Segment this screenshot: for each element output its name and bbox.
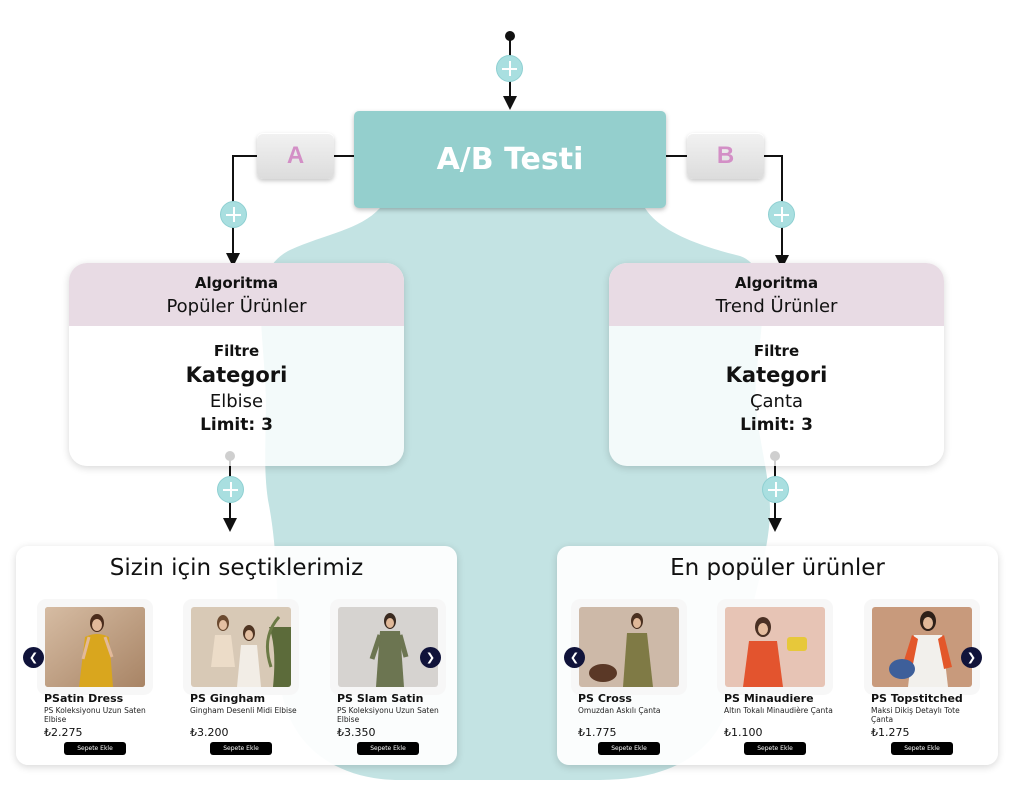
product-card[interactable]: PS Gingham Gingham Desenli Midi Elbise ₺… — [182, 598, 300, 758]
product-card[interactable]: PSatin Dress PS Koleksiyonu Uzun Saten E… — [36, 598, 154, 758]
product-price: ₺3.200 — [190, 726, 229, 739]
variant-a-tag[interactable]: A — [257, 133, 334, 179]
algorithm-heading: Algoritma — [194, 274, 279, 292]
algorithm-card-body: Filtre Kategori Elbise Limit: 3 — [69, 326, 404, 435]
filter-heading: Filtre — [213, 342, 260, 360]
add-to-cart-button[interactable]: Sepete Ekle — [744, 742, 806, 755]
product-image[interactable] — [725, 607, 825, 687]
filter-type: Kategori — [725, 363, 828, 387]
algorithm-name: Trend Ürünler — [715, 296, 838, 317]
product-name[interactable]: PS Gingham — [190, 692, 266, 705]
product-price: ₺2.275 — [44, 726, 83, 739]
product-image[interactable] — [45, 607, 145, 687]
add-to-cart-button[interactable]: Sepete Ekle — [357, 742, 419, 755]
add-to-cart-button[interactable]: Sepete Ekle — [598, 742, 660, 755]
filter-heading: Filtre — [753, 342, 800, 360]
filter-value: Elbise — [209, 391, 264, 412]
product-card[interactable]: PS Minaudiere Altın Tokalı Minaudière Ça… — [716, 598, 834, 758]
add-step-icon-right-card[interactable] — [762, 476, 789, 503]
product-description: Omuzdan Askılı Çanta — [578, 706, 661, 715]
filter-type: Kategori — [185, 363, 288, 387]
product-description: Maksi Dikiş Detaylı Tote Çanta — [871, 706, 960, 724]
recommendation-widget-a: Sizin için seçtiklerimiz PSatin Dress PS… — [16, 546, 457, 765]
product-image[interactable] — [579, 607, 679, 687]
limit-value: Limit: 3 — [200, 415, 273, 435]
product-card[interactable]: PS Slam Satin PS Koleksiyonu Uzun Saten … — [329, 598, 447, 758]
add-to-cart-button[interactable]: Sepete Ekle — [210, 742, 272, 755]
product-description: Gingham Desenli Midi Elbise — [190, 706, 297, 715]
product-card[interactable]: PS Topstitched Maksi Dikiş Detaylı Tote … — [863, 598, 981, 758]
add-step-icon-b[interactable] — [768, 201, 795, 228]
add-step-icon-left-card[interactable] — [217, 476, 244, 503]
add-step-icon-a[interactable] — [220, 201, 247, 228]
product-name[interactable]: PS Topstitched — [871, 692, 963, 705]
chevron-right-icon[interactable]: ❯ — [420, 647, 441, 668]
algorithm-heading: Algoritma — [734, 274, 819, 292]
product-name[interactable]: PS Cross — [578, 692, 632, 705]
algorithm-card-header: Algoritma Trend Ürünler — [609, 263, 944, 326]
product-name[interactable]: PS Slam Satin — [337, 692, 424, 705]
widget-title: En popüler ürünler — [670, 555, 885, 581]
product-description: Altın Tokalı Minaudière Çanta — [724, 706, 833, 715]
algorithm-name: Popüler Ürünler — [166, 296, 307, 317]
algorithm-card-b[interactable]: Algoritma Trend Ürünler Filtre Kategori … — [609, 263, 944, 466]
ab-test-node[interactable]: A/B Testi — [354, 111, 666, 208]
product-image[interactable] — [191, 607, 291, 687]
add-step-icon-top[interactable] — [496, 55, 523, 82]
chevron-left-icon[interactable]: ❮ — [23, 647, 44, 668]
limit-value: Limit: 3 — [740, 415, 813, 435]
chevron-left-icon[interactable]: ❮ — [564, 647, 585, 668]
algorithm-card-header: Algoritma Popüler Ürünler — [69, 263, 404, 326]
filter-value: Çanta — [749, 391, 804, 412]
add-to-cart-button[interactable]: Sepete Ekle — [891, 742, 953, 755]
product-price: ₺1.275 — [871, 726, 910, 739]
product-image[interactable] — [872, 607, 972, 687]
variant-b-tag[interactable]: B — [687, 133, 764, 179]
algorithm-card-a[interactable]: Algoritma Popüler Ürünler Filtre Kategor… — [69, 263, 404, 466]
product-name[interactable]: PS Minaudiere — [724, 692, 814, 705]
product-price: ₺1.775 — [578, 726, 617, 739]
product-card[interactable]: PS Cross Omuzdan Askılı Çanta ₺1.775 Sep… — [570, 598, 688, 758]
recommendation-widget-b: En popüler ürünler PS Cross Omuzdan Askı… — [557, 546, 998, 765]
chevron-right-icon[interactable]: ❯ — [961, 647, 982, 668]
ab-test-title: A/B Testi — [436, 142, 584, 177]
product-name[interactable]: PSatin Dress — [44, 692, 124, 705]
add-to-cart-button[interactable]: Sepete Ekle — [64, 742, 126, 755]
widget-title: Sizin için seçtiklerimiz — [109, 555, 364, 581]
product-description: PS Koleksiyonu Uzun Saten Elbise — [44, 706, 146, 724]
algorithm-card-body: Filtre Kategori Çanta Limit: 3 — [609, 326, 944, 435]
product-price: ₺1.100 — [724, 726, 763, 739]
product-price: ₺3.350 — [337, 726, 376, 739]
product-description: PS Koleksiyonu Uzun Saten Elbise — [337, 706, 439, 724]
product-image[interactable] — [338, 607, 438, 687]
